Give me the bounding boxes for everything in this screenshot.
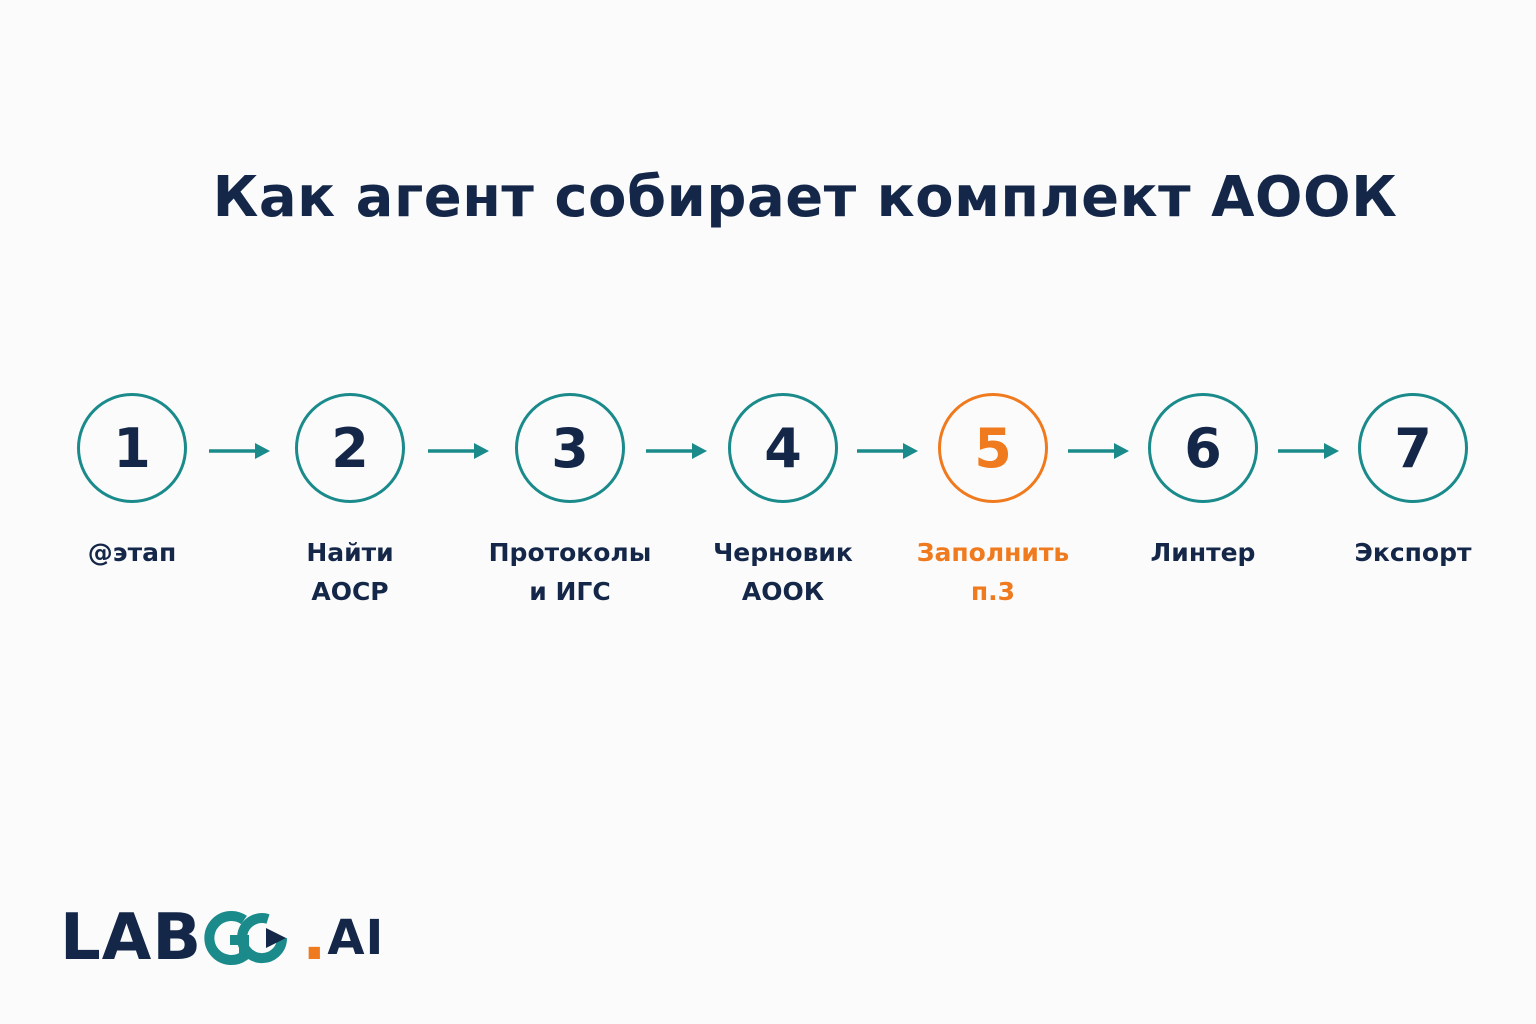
step-3: 3 Протоколы и ИГС [460,393,680,611]
arrow-right-icon [428,443,489,459]
step-circle: 1 [77,393,187,503]
step-label: Линтер [1151,533,1256,572]
step-label-line: @этап [87,538,177,567]
logo-dot: . [302,901,328,975]
step-circle-active: 5 [938,393,1048,503]
arrow-right-icon [857,443,918,459]
step-label-line: Заполнить [916,538,1070,567]
arrow-right-icon [646,443,707,459]
step-label: Черновик АООК [713,533,853,611]
step-label-line: АООК [741,577,825,606]
page-title: Как агент собирает комплект АООК [212,164,1398,230]
step-label-line: и ИГС [529,577,611,606]
arrow-right-icon [1068,443,1129,459]
step-label-line: Линтер [1150,538,1256,567]
arrow-right-icon [209,443,270,459]
step-label: Протоколы и ИГС [489,533,652,611]
step-1: 1 @этап [22,393,242,572]
step-label-line: Черновик [713,538,853,567]
step-6: 6 Линтер [1093,393,1313,572]
arrow-right-icon [1278,443,1339,459]
logo-text-ai: AI [327,910,385,966]
step-2: 2 Найти АОСР [240,393,460,611]
step-circle: 2 [295,393,405,503]
step-circle: 4 [728,393,838,503]
step-circle: 7 [1358,393,1468,503]
step-label-active: Заполнить п.3 [917,533,1069,611]
labgo-logo: LAB . AI [60,898,384,978]
step-label-line: Найти [306,538,394,567]
step-label-line: АОСР [311,577,389,606]
step-5: 5 Заполнить п.3 [883,393,1103,611]
logo-text-lab: LAB [60,901,203,975]
logo-go-mark-icon [204,911,288,965]
step-label-line: Протоколы [488,538,652,567]
step-7: 7 Экспорт [1303,393,1523,572]
step-label: Найти АОСР [306,533,393,611]
step-circle: 6 [1148,393,1258,503]
step-label: @этап [88,533,176,572]
step-label: Экспорт [1355,533,1472,572]
step-circle: 3 [515,393,625,503]
step-label-line: п.3 [970,577,1016,606]
step-4: 4 Черновик АООК [673,393,893,611]
step-label-line: Экспорт [1354,538,1472,567]
